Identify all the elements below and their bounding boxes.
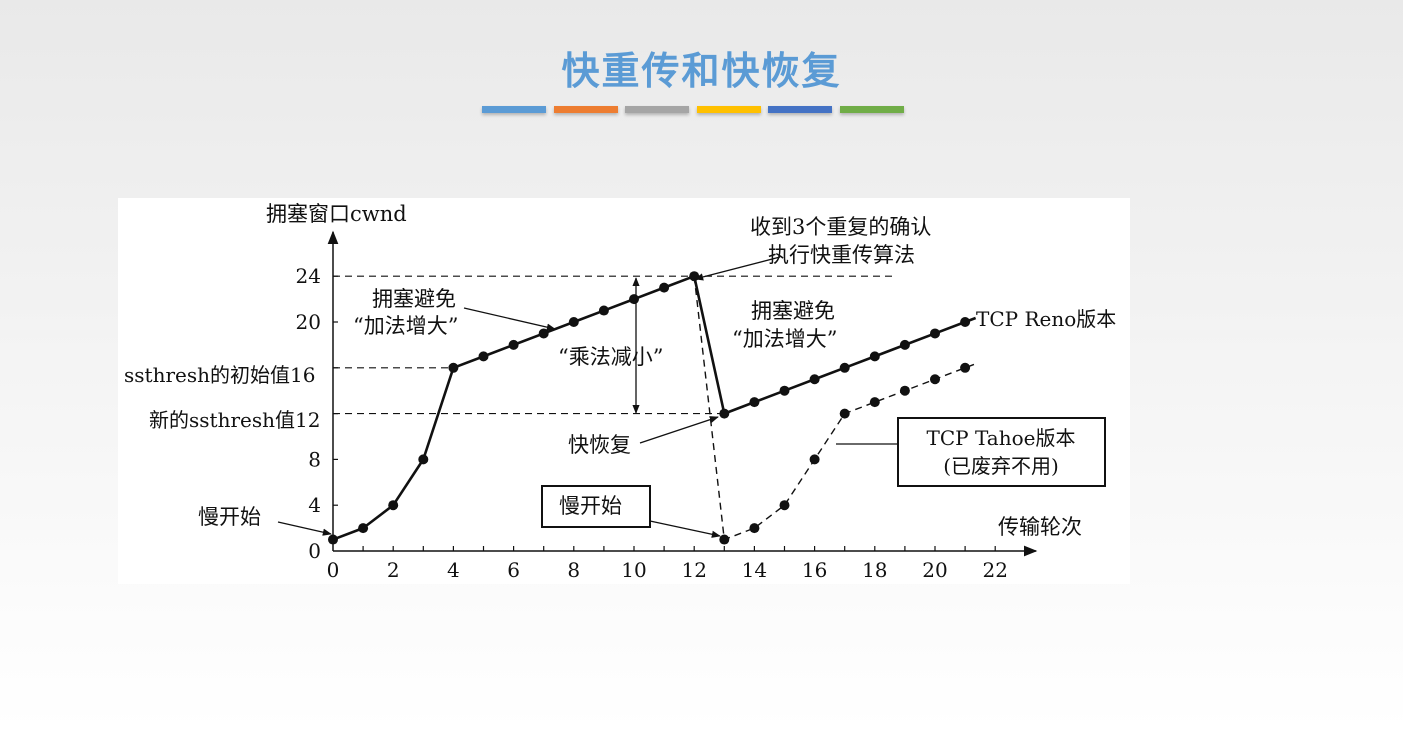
y-tick-label: 0 bbox=[308, 539, 321, 563]
x-tick-label: 0 bbox=[327, 558, 340, 582]
fast-recovery-label: 快恢复 bbox=[568, 433, 631, 457]
x-tick-label: 18 bbox=[862, 558, 887, 582]
slow-start-box-pointer bbox=[649, 520, 721, 538]
slide-title: 快重传和快恢复 bbox=[561, 49, 842, 93]
reno-data-point bbox=[418, 454, 429, 465]
congestion-avoid-label-1: 拥塞避免 bbox=[372, 287, 456, 311]
decoration-bar bbox=[553, 106, 618, 113]
tahoe-data-point bbox=[869, 397, 880, 408]
tahoe-data-point bbox=[809, 454, 820, 465]
x-tick-label: 14 bbox=[742, 558, 767, 582]
fast-recovery-pointer bbox=[639, 416, 719, 444]
dup-ack-pointer bbox=[694, 256, 781, 281]
tahoe-data-point bbox=[719, 534, 730, 545]
additive-increase-label-1: “加法增大” bbox=[353, 314, 458, 338]
reno-data-point bbox=[749, 397, 760, 408]
slow-start-box bbox=[541, 485, 651, 528]
reno-data-point bbox=[478, 351, 489, 362]
reference-lines bbox=[333, 275, 893, 415]
reno-label: TCP Reno版本 bbox=[976, 307, 1116, 331]
reno-data-point bbox=[719, 408, 730, 419]
x-tick-label: 8 bbox=[567, 558, 580, 582]
reno-data-point bbox=[358, 523, 369, 534]
multiplicative-decrease-label: “乘法减小” bbox=[558, 345, 663, 369]
reno-data-point bbox=[388, 500, 399, 511]
reno-data-point bbox=[869, 351, 880, 362]
decoration-bar bbox=[768, 106, 832, 113]
decoration-bar bbox=[839, 106, 904, 113]
tahoe-data-point bbox=[899, 385, 910, 396]
tahoe-data-point bbox=[839, 408, 850, 419]
reno-data-point bbox=[930, 328, 940, 339]
x-tick-label: 4 bbox=[447, 558, 460, 582]
tahoe-data-point bbox=[779, 500, 790, 511]
reno-data-point bbox=[960, 317, 971, 327]
decoration-bar bbox=[482, 106, 546, 113]
reno-data-point bbox=[508, 339, 519, 350]
tahoe-data-point bbox=[749, 523, 760, 534]
x-tick-label: 20 bbox=[922, 558, 947, 582]
ssthresh-initial-label: ssthresh的初始值16 bbox=[124, 363, 315, 387]
additive-increase-label-2: “加法增大” bbox=[732, 327, 837, 351]
congestion-avoid-pointer-1 bbox=[463, 307, 556, 331]
x-tick-label: 22 bbox=[982, 558, 1007, 582]
reno-data-point bbox=[629, 294, 639, 305]
y-tick-label: 24 bbox=[296, 264, 321, 288]
reno-data-point bbox=[659, 282, 670, 293]
x-tick-label: 2 bbox=[387, 558, 400, 582]
tahoe-data-point bbox=[930, 374, 940, 385]
slow-start-box-label: 慢开始 bbox=[559, 494, 622, 518]
y-axis-label: 拥塞窗口cwnd bbox=[266, 202, 407, 226]
reno-data-point bbox=[598, 305, 609, 316]
tahoe-label-2: (已废弃不用) bbox=[943, 454, 1059, 478]
ssthresh-new-label: 新的ssthresh值12 bbox=[149, 408, 320, 432]
tahoe-data-point bbox=[960, 362, 971, 373]
decoration-bar bbox=[696, 106, 761, 113]
x-axis-label: 传输轮次 bbox=[998, 515, 1082, 539]
congestion-avoid-label-2: 拥塞避免 bbox=[751, 299, 835, 323]
reno-data-point bbox=[328, 534, 338, 545]
reno-data-point bbox=[779, 385, 790, 396]
y-tick-label: 4 bbox=[308, 493, 321, 517]
y-tick-label: 20 bbox=[296, 310, 321, 334]
tahoe-box bbox=[897, 417, 1106, 487]
x-tick-label: 16 bbox=[802, 558, 827, 582]
reno-data-point bbox=[568, 317, 579, 327]
x-tick-label: 10 bbox=[621, 558, 646, 582]
dup-ack-label-1: 收到3个重复的确认 bbox=[750, 215, 931, 239]
reno-data-point bbox=[689, 271, 700, 282]
y-tick-label: 8 bbox=[308, 447, 321, 471]
x-tick-label: 6 bbox=[507, 558, 520, 582]
reno-data-point bbox=[448, 362, 459, 373]
x-tick-label: 12 bbox=[681, 558, 706, 582]
reno-data-point bbox=[809, 374, 820, 385]
reno-data-point bbox=[538, 328, 549, 339]
reno-data-point bbox=[839, 362, 850, 373]
slow-start-pointer bbox=[277, 521, 332, 536]
reno-data-point bbox=[899, 339, 910, 350]
dup-ack-label-2: 执行快重传算法 bbox=[768, 243, 915, 267]
decoration-bar bbox=[625, 106, 689, 113]
tahoe-label-1: TCP Tahoe版本 bbox=[927, 426, 1076, 450]
data-points bbox=[328, 271, 971, 545]
slow-start-label: 慢开始 bbox=[198, 505, 261, 529]
